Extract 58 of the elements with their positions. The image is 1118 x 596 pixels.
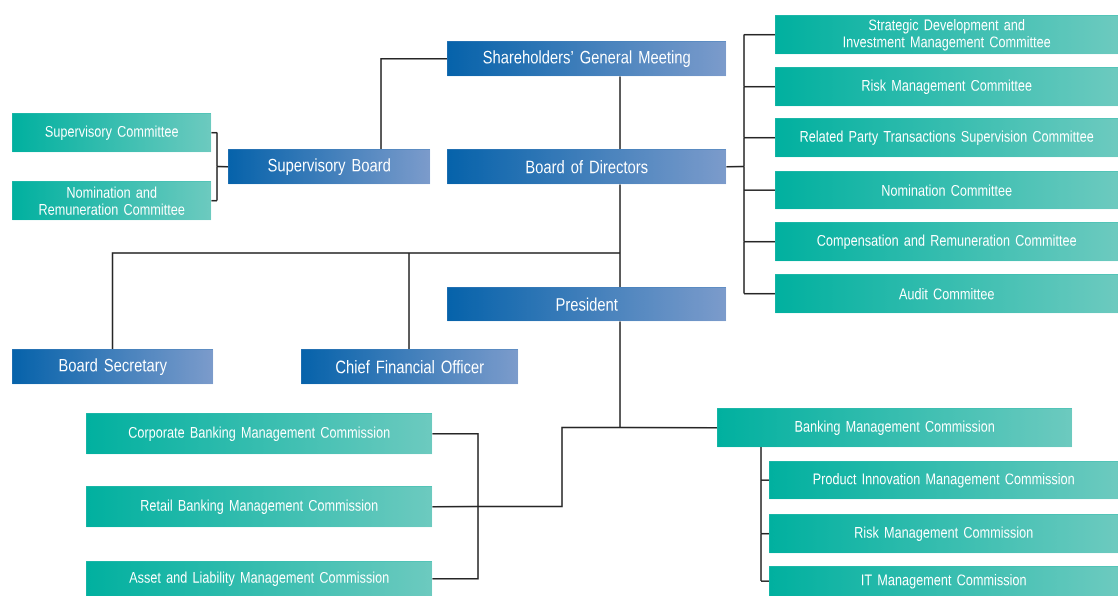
executive-box: Supervisory Board xyxy=(228,149,431,185)
connector-line xyxy=(743,165,745,191)
connector-line xyxy=(743,33,776,36)
connector-line xyxy=(743,240,776,243)
committee-box: Audit Committee xyxy=(775,274,1118,314)
committee-box: Nomination and Remuneration Committee xyxy=(12,181,212,221)
committee-box: Retail Banking Management Commission xyxy=(86,486,433,528)
connector-line xyxy=(760,580,770,582)
connector-line xyxy=(380,57,448,150)
executive-box: Board of Directors xyxy=(447,149,727,185)
connector-line xyxy=(760,532,762,582)
connector-line xyxy=(760,479,770,481)
executive-box: Board Secretary xyxy=(12,349,214,385)
connector-line xyxy=(477,426,621,508)
connector-line xyxy=(216,165,229,168)
connector-line xyxy=(111,252,410,350)
committee-box: Strategic Development and Investment Management Committee xyxy=(775,15,1118,55)
connector-line xyxy=(210,199,218,202)
connector-line xyxy=(725,165,745,168)
committee-box: Risk Management Committee xyxy=(775,67,1118,107)
connector-line xyxy=(619,75,621,150)
connector-line xyxy=(760,479,762,535)
connector-line xyxy=(743,136,776,139)
committee-box: IT Management Commission xyxy=(769,566,1118,596)
connector-line xyxy=(743,189,745,243)
connector-line xyxy=(431,505,479,508)
connector-line xyxy=(743,136,745,168)
connector-line xyxy=(408,252,410,350)
connector-line xyxy=(760,532,770,535)
committee-box: Asset and Liability Management Commission xyxy=(86,561,433,596)
executive-box: President xyxy=(447,287,727,322)
connector-line xyxy=(743,292,776,295)
connector-line xyxy=(210,131,218,134)
connector-line xyxy=(216,131,218,168)
committee-box: Risk Management Commission xyxy=(769,514,1118,554)
committee-box: Supervisory Committee xyxy=(12,113,212,153)
executive-box: Chief Financial Officer xyxy=(301,349,519,385)
connector-line xyxy=(760,446,762,481)
connector-line xyxy=(743,189,776,191)
connector-line xyxy=(743,240,745,295)
connector-line xyxy=(743,33,745,88)
connector-line xyxy=(619,320,621,429)
connector-line xyxy=(619,183,621,254)
connector-line xyxy=(431,505,479,580)
committee-box: Compensation and Remuneration Committee xyxy=(775,222,1118,262)
committee-box: Corporate Banking Management Commission xyxy=(86,413,433,455)
connector-line xyxy=(408,252,621,254)
connector-line xyxy=(619,426,718,429)
connector-line xyxy=(216,165,218,202)
connector-line xyxy=(431,432,479,508)
executive-box: Shareholders’ General Meeting xyxy=(447,41,727,77)
committee-box: Nomination Committee xyxy=(775,171,1118,210)
connector-line xyxy=(743,85,745,139)
connector-line xyxy=(619,252,621,288)
connector-line xyxy=(743,85,776,88)
committee-box: Product Innovation Management Commission xyxy=(769,461,1118,500)
committee-box: Related Party Transactions Supervision Committee xyxy=(775,118,1118,158)
committee-box: Banking Management Commission xyxy=(717,408,1073,448)
